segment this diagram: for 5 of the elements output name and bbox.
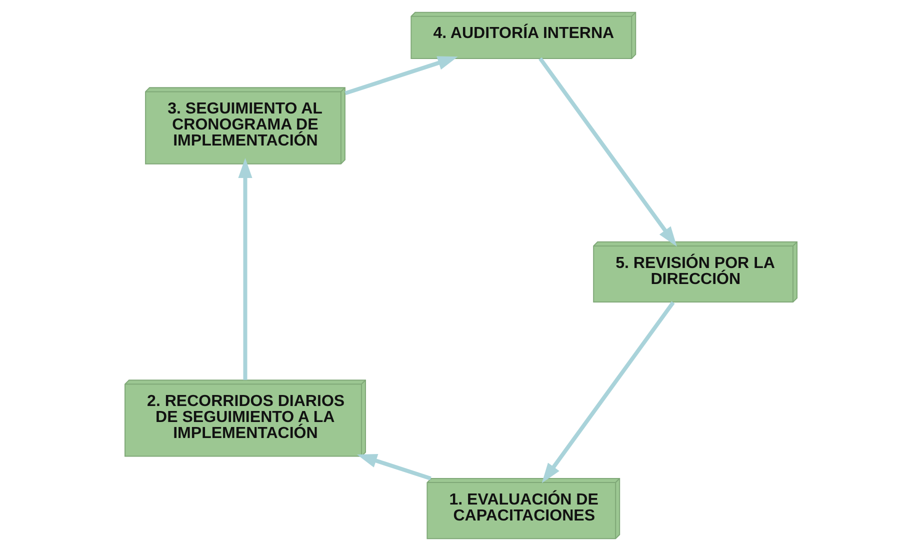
arrow [238,158,252,380]
arrow [356,454,431,480]
arrow [538,57,676,247]
arrow [541,301,674,484]
arrow [344,56,458,96]
